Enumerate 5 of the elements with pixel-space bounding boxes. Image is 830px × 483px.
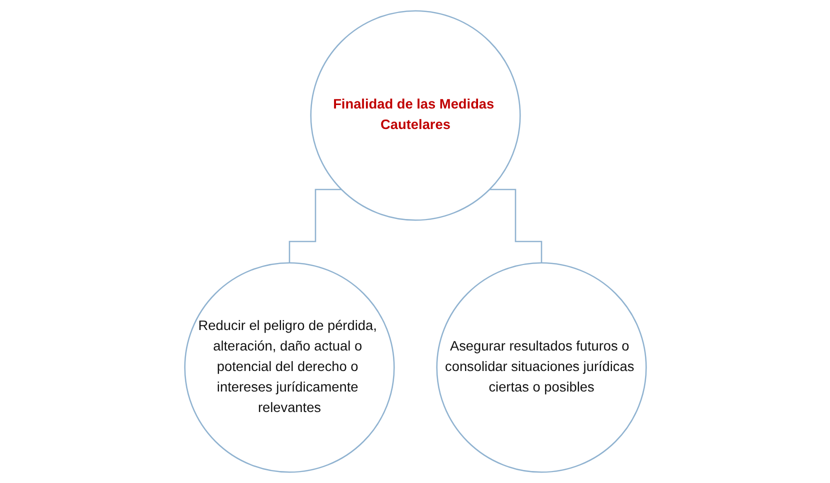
node-circle: Reducir el peligro de pérdida, alteración, daño actual o potencial del derecho o intereses jurídicamente relevantes	[184, 262, 394, 473]
connector	[489, 188, 542, 264]
node-circle: Finalidad de las Medidas Cautelares	[310, 10, 520, 221]
connector	[288, 188, 341, 264]
node-circle: Asegurar resultados futuros o consolidar situaciones jurídicas ciertas o posibles	[436, 262, 646, 473]
